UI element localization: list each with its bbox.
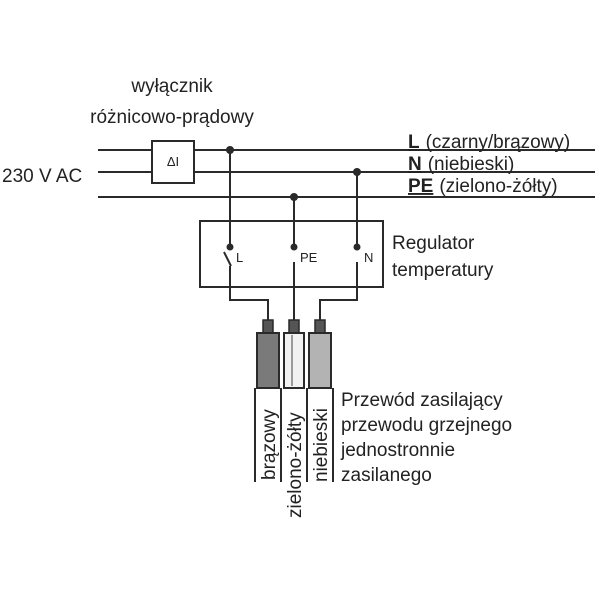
rcd-symbol: ΔI <box>167 154 179 169</box>
terminal-n-label: N <box>364 250 373 265</box>
ferrule-green-yellow <box>288 319 300 334</box>
line-n-code: N <box>408 154 422 175</box>
terminal-l-label: L <box>236 250 243 265</box>
rcd-label-line1: wyłącznik <box>130 76 213 97</box>
regulator-label-line1: Regulator <box>392 233 475 254</box>
supply-label: 230 V AC <box>2 166 82 187</box>
wire-blue-insulation <box>308 332 332 389</box>
ferrule-brown <box>262 319 274 334</box>
terminal-pe-dot <box>290 243 298 251</box>
rcd-box <box>151 140 195 184</box>
out-wire-n <box>319 262 358 322</box>
regulator-box <box>199 220 384 288</box>
line-pe-label: PE (zielono-żółty) <box>408 176 558 197</box>
switch-contact <box>223 251 232 267</box>
regulator-label-line2: temperatury <box>392 260 494 281</box>
wire-brown-insulation <box>256 332 280 389</box>
line-l-desc: (czarny/brązowy) <box>426 132 571 153</box>
line-l-code: L <box>408 132 420 153</box>
out-wire-l <box>229 275 269 322</box>
line-pe-desc: (zielono-żółty) <box>439 176 557 197</box>
wire-green-yellow-insulation <box>283 332 305 389</box>
wire-label-brown: brązowy <box>259 409 280 480</box>
wire-label-blue: niebieski <box>311 408 332 482</box>
rcd-label-line2: różnicowo-prądowy <box>90 107 254 128</box>
terminal-l-dot <box>226 243 234 251</box>
ferrule-blue <box>314 319 326 334</box>
line-n-desc: (niebieski) <box>428 154 515 175</box>
cable-desc-line2: przewodu grzejnego <box>341 415 512 436</box>
terminal-pe-label: PE <box>300 250 318 265</box>
wire-label-green-yellow: zielono-żółty <box>285 412 306 518</box>
terminal-n-dot <box>353 243 361 251</box>
cable-desc-line3: jednostronnie <box>340 440 455 461</box>
cable-desc-line4: zasilanego <box>341 465 432 486</box>
cable-desc-line1: Przewód zasilający <box>341 390 503 411</box>
line-n-label: N (niebieski) <box>408 154 514 175</box>
line-pe-code: PE <box>408 176 433 197</box>
line-l-label: L (czarny/brązowy) <box>408 132 570 153</box>
